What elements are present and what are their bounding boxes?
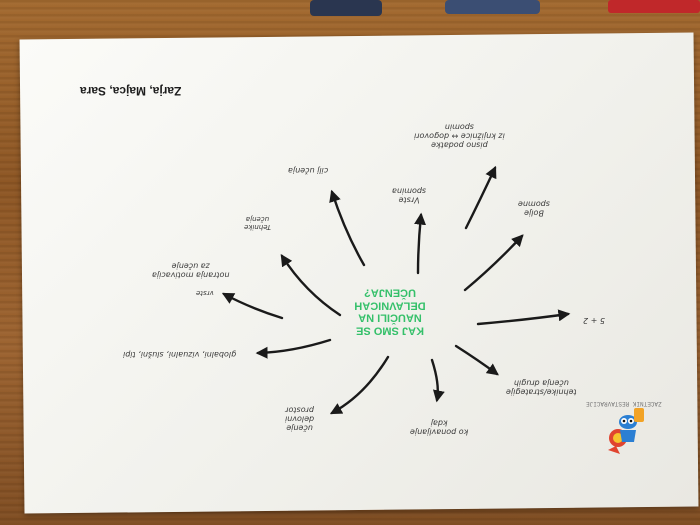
arrow-ponavljanje (430, 358, 445, 403)
arrow-vrste (414, 212, 427, 275)
arrow-delovni (329, 355, 390, 415)
cartoon-sticker (608, 408, 644, 454)
branch-tehnike-strategije: tehnike/strategije učenja drugih (506, 378, 577, 397)
central-line-2: NAUČILI NA (358, 311, 422, 324)
central-line-3: DELAVNICAH (354, 299, 426, 312)
jeans-left (310, 0, 382, 16)
jeans-right (445, 0, 540, 14)
central-line-1: KAJ SMO SE (356, 324, 424, 337)
branch-small-word: vrste (196, 289, 214, 298)
red-object (608, 0, 700, 13)
arrow-bolje (463, 234, 524, 292)
arrow-cilj (329, 189, 366, 267)
arrow-globalni (255, 338, 332, 359)
arrow-pisno (464, 165, 497, 230)
top-objects (310, 0, 700, 16)
central-line-4: UČENJA? (364, 286, 416, 299)
branch-vrste-spomina: Vrste spomina (392, 186, 427, 205)
branch-bolje-spomne: Bolje spomne (518, 199, 550, 218)
branch-delovni-prostor: učenje delovni prostor (285, 405, 315, 433)
branch-notranja-motivacija: notranja motivacija za učenje (152, 261, 230, 280)
arrow-tehnike (280, 253, 342, 317)
arrow-five-two (476, 309, 571, 326)
branch-five-two: 5 + 2 (583, 316, 605, 326)
author-names: Zarja, Majca, Sara (80, 84, 182, 98)
branch-globalni: globalni, vizualni, slušni, tipi (123, 350, 237, 360)
arrow-motivacija (221, 292, 284, 320)
branch-ko-ponavljanje: ko ponavljanje kdaj (410, 418, 469, 437)
branch-pisno: pisno podatke iz knjižnice ↔ dogovori sp… (414, 122, 505, 150)
central-question: KAJ SMO SE NAUČILI NA DELAVNICAH UČENJA? (330, 286, 450, 337)
branch-tehnike-ucenja: Tehnike učenja (244, 215, 271, 232)
arrow-strategije (454, 344, 499, 376)
branch-cilj-ucenja: cilj učenja (288, 166, 329, 176)
